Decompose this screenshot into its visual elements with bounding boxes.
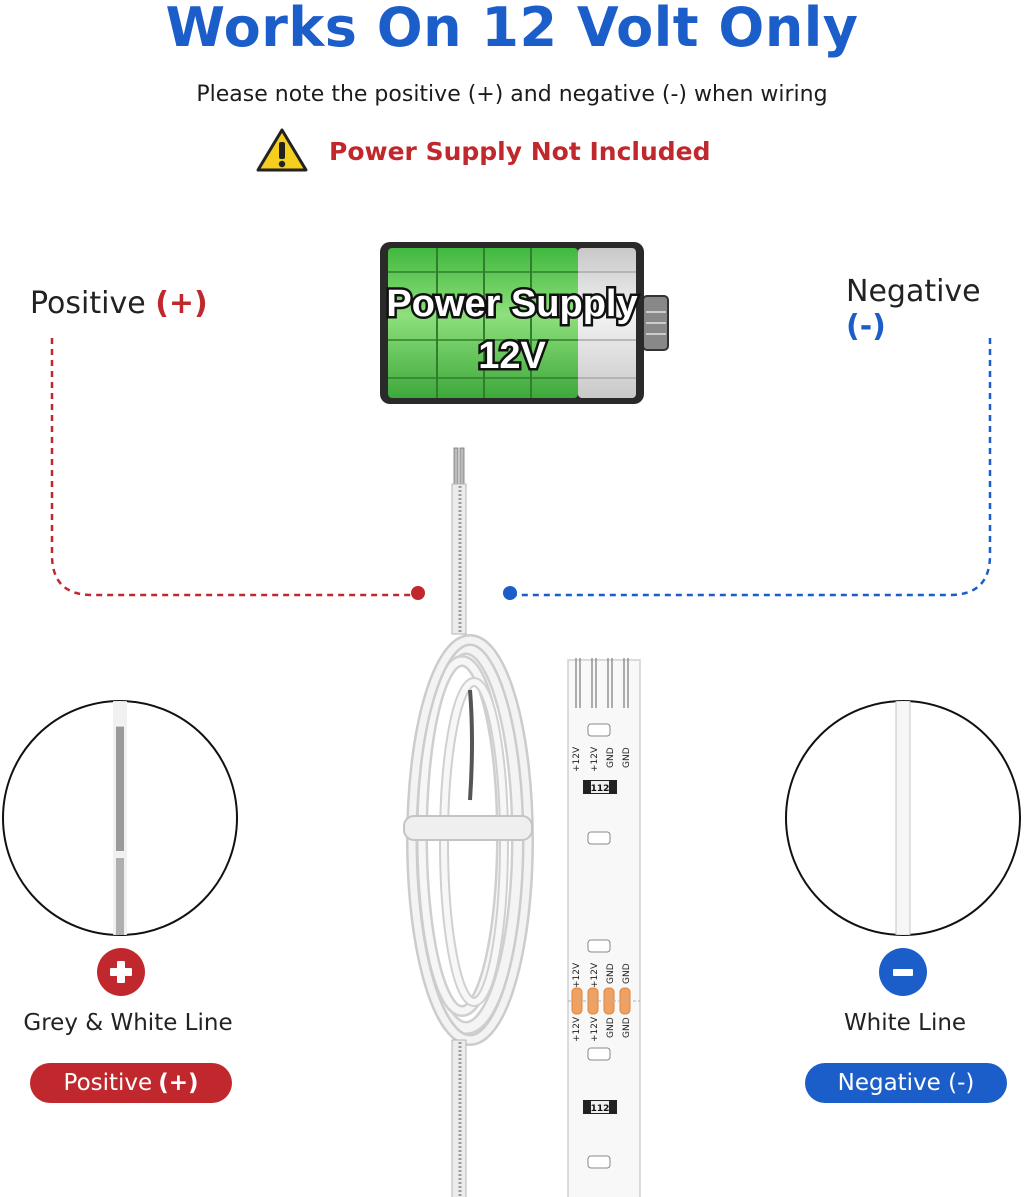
positive-connection-dot bbox=[411, 586, 425, 600]
warning-text: Power Supply Not Included bbox=[329, 136, 711, 166]
pad-label: +12V bbox=[572, 1016, 582, 1042]
negative-label: Negative (-) bbox=[846, 274, 1024, 344]
warning-icon-spacer bbox=[257, 126, 307, 176]
positive-label-symbol: (+) bbox=[155, 286, 208, 321]
plus-circle-icon bbox=[97, 948, 145, 996]
warning-triangle-icon bbox=[256, 128, 308, 172]
warning-row: Power Supply Not Included bbox=[257, 126, 711, 176]
pad-label: GND bbox=[606, 747, 616, 768]
negative-pill-label: Negative (-) bbox=[837, 1070, 975, 1096]
pad-label: +12V bbox=[590, 962, 600, 988]
wire-lead-bottom bbox=[451, 1039, 467, 1197]
positive-label-text: Positive bbox=[30, 286, 146, 321]
positive-dashed-line bbox=[50, 338, 418, 597]
pad-label: +12V bbox=[590, 746, 600, 772]
wiring-note: Please note the positive (+) and negativ… bbox=[196, 82, 828, 107]
positive-wire-caption: Grey & White Line bbox=[23, 1010, 233, 1036]
page-title: Works On 12 Volt Only bbox=[165, 0, 859, 59]
pad-label: +12V bbox=[572, 746, 582, 772]
negative-label-symbol: (-) bbox=[846, 309, 886, 344]
negative-label-text: Negative bbox=[846, 274, 981, 309]
minus-circle-icon bbox=[879, 948, 927, 996]
pad-label: +12V bbox=[590, 1016, 600, 1042]
battery-power-supply: Power Supply 12V bbox=[380, 242, 669, 404]
pad-label: GND bbox=[606, 963, 616, 984]
pad-label: GND bbox=[606, 1017, 616, 1038]
led-strip: 112 112 +12V +12V GND GND +12V +12V GND … bbox=[567, 658, 641, 1197]
battery-label-line1: Power Supply bbox=[386, 283, 637, 325]
resistor-label-top: 112 bbox=[591, 784, 610, 794]
pad-label: +12V bbox=[572, 962, 582, 988]
wire-lead-top bbox=[451, 447, 467, 635]
negative-dashed-line bbox=[508, 338, 992, 597]
negative-wire-magnifier bbox=[785, 700, 1021, 936]
battery-label-line2: 12V bbox=[478, 335, 546, 377]
pad-label: GND bbox=[622, 747, 632, 768]
positive-label: Positive (+) bbox=[30, 286, 208, 321]
pad-label: GND bbox=[622, 1017, 632, 1038]
resistor-label-bottom: 112 bbox=[591, 1104, 610, 1114]
negative-wire-caption: White Line bbox=[843, 1010, 967, 1036]
pad-label: GND bbox=[622, 963, 632, 984]
negative-connection-dot bbox=[503, 586, 517, 600]
coiled-cable bbox=[403, 634, 534, 1046]
positive-pill-label: Positive bbox=[63, 1070, 153, 1096]
negative-pill: Negative (-) bbox=[805, 1063, 1007, 1103]
positive-pill: Positive (+) bbox=[30, 1063, 232, 1103]
positive-wire-magnifier bbox=[2, 700, 238, 936]
positive-pill-symbol: (+) bbox=[158, 1070, 199, 1096]
